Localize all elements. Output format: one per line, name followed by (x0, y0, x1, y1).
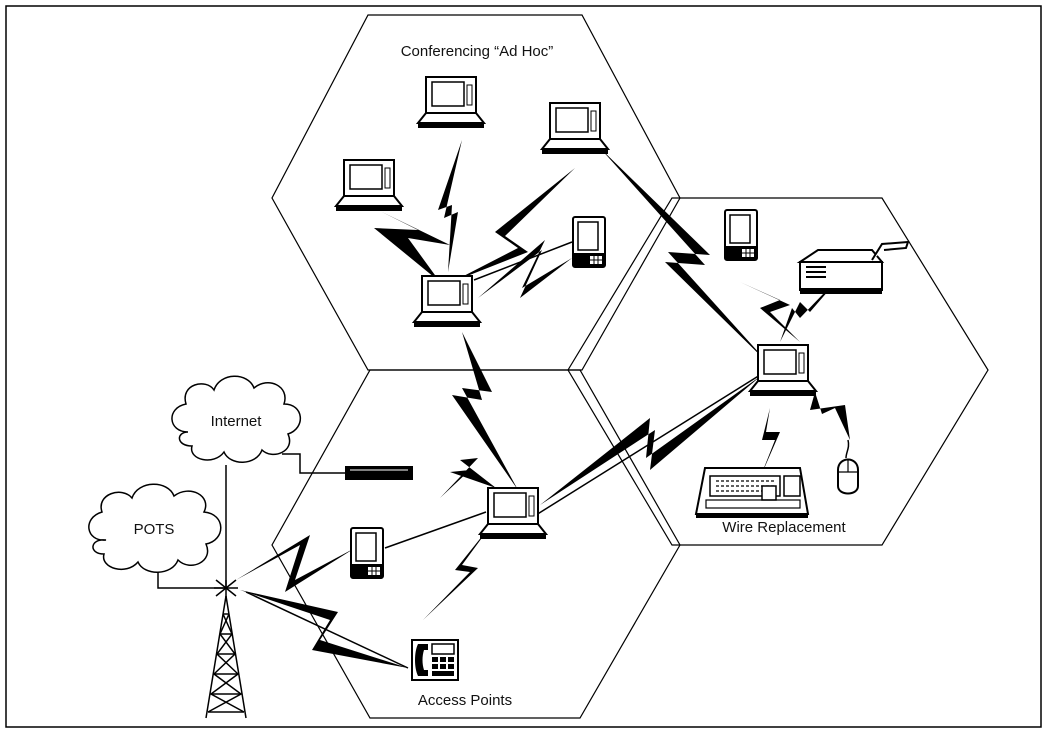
laptop-icon (541, 102, 609, 155)
internet-cloud (171, 375, 301, 463)
laptop-icon (413, 275, 481, 328)
keyboard-icon (694, 467, 810, 518)
laptop-icon (749, 344, 817, 397)
phone-icon (411, 639, 459, 681)
wireless-link (452, 168, 575, 282)
link-line (473, 241, 573, 281)
mouse-icon (837, 439, 859, 495)
wireless-link (540, 375, 762, 505)
laptop-icon (417, 76, 485, 129)
wireless-link (423, 520, 495, 620)
outer-frame (5, 5, 1042, 728)
wireless-links (236, 140, 850, 668)
laptop-icon (479, 487, 547, 540)
wireless-link (374, 210, 450, 282)
wireless-link (810, 392, 850, 440)
label-access-points: Access Points (418, 692, 512, 709)
wireless-link (452, 332, 518, 490)
antenna-tower-icon (205, 579, 247, 719)
laptop-icon (335, 159, 403, 212)
label-conferencing: Conferencing “Ad Hoc” (401, 43, 554, 60)
pda-icon (350, 527, 384, 579)
pda-icon (572, 216, 606, 268)
pots-to-tower-line (157, 572, 226, 589)
wireless-link (740, 282, 800, 342)
pots-cloud (88, 483, 222, 573)
wireless-link (478, 240, 572, 298)
wireless-link (600, 148, 770, 365)
wireless-link (438, 140, 462, 272)
link-line (245, 591, 409, 669)
label-pots: POTS (134, 521, 175, 538)
hex-conferencing (271, 14, 681, 371)
internet-to-hub-line (282, 453, 345, 474)
pda-icon (724, 209, 758, 261)
wireless-link (236, 535, 355, 592)
printer-icon (796, 240, 910, 294)
hex-access-points (271, 369, 681, 719)
label-wire-replacement: Wire Replacement (722, 519, 846, 536)
link-line (384, 511, 487, 549)
label-internet: Internet (211, 413, 263, 430)
link-line (535, 374, 761, 516)
wireless-link (440, 458, 496, 498)
hub-device (345, 466, 413, 480)
